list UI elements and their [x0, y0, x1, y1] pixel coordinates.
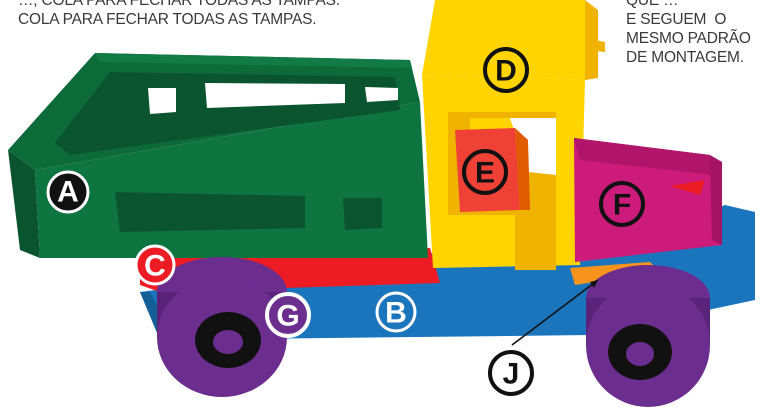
label-d: D — [485, 49, 527, 91]
label-c-text: C — [144, 250, 166, 283]
hood-part-f — [574, 138, 722, 262]
rear-wheel-part-g — [157, 257, 287, 397]
label-f-text: F — [613, 189, 631, 222]
label-e-text: E — [475, 157, 495, 190]
front-wheel — [586, 265, 710, 407]
label-j-text: J — [503, 358, 520, 391]
label-c: C — [136, 246, 174, 284]
label-j: J — [490, 352, 532, 394]
label-g-text: G — [276, 300, 299, 333]
label-b-text: B — [385, 297, 407, 330]
cargo-body-part-a — [8, 53, 428, 258]
label-g: G — [267, 294, 309, 336]
label-e: E — [464, 151, 506, 193]
label-a-text: A — [57, 176, 79, 209]
label-f: F — [601, 183, 643, 225]
label-b: B — [377, 293, 415, 331]
label-a: A — [48, 172, 88, 212]
label-d-text: D — [495, 55, 517, 88]
